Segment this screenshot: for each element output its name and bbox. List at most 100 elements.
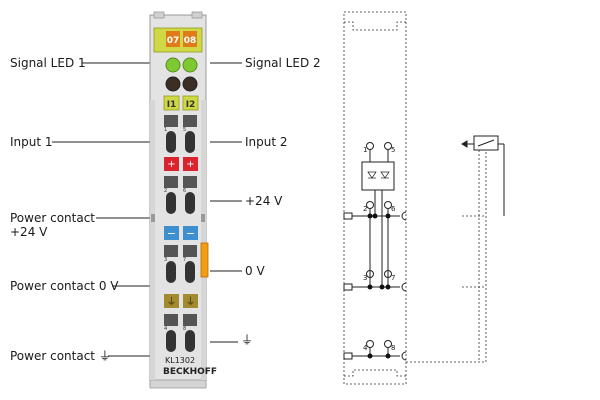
label-input-2: Input 2 bbox=[245, 135, 288, 149]
plus-band-left bbox=[164, 157, 179, 171]
schematic-outline bbox=[343, 11, 487, 385]
plus-band-right bbox=[183, 157, 198, 171]
leader-lines bbox=[52, 62, 242, 357]
schematic-number-4: 4 bbox=[363, 344, 368, 352]
junction-dots bbox=[367, 213, 391, 359]
power-contact-slot-right bbox=[201, 214, 205, 222]
led-off-left-icon bbox=[165, 76, 181, 92]
optocoupler-icon bbox=[367, 171, 390, 179]
schematic-dashed-link-1 bbox=[404, 136, 487, 363]
terminal-point-6 bbox=[384, 201, 392, 209]
junction-dot bbox=[379, 284, 385, 290]
label-0v: 0 V bbox=[245, 264, 265, 278]
contact-number-6: 6 bbox=[183, 188, 186, 194]
schematic-bottom-notch bbox=[344, 369, 406, 377]
schematic-numbers: 1 5 2 6 3 7 4 8 bbox=[363, 146, 396, 352]
earth-icon: ⏚ bbox=[98, 349, 111, 363]
schematic-wiring bbox=[343, 135, 505, 361]
spring-slot-icon bbox=[164, 176, 178, 188]
label-plus-24v: +24 V bbox=[245, 194, 283, 208]
spring-slot-icon bbox=[164, 314, 178, 326]
bus-contact-right-3 bbox=[401, 351, 407, 361]
label-power-contact-24v-line1: Power contact bbox=[10, 211, 96, 225]
junction-dot bbox=[367, 353, 373, 359]
led-tag-08 bbox=[183, 31, 197, 47]
schematic-number-3: 3 bbox=[363, 274, 367, 282]
housing-foot bbox=[149, 379, 207, 389]
wire-entry-icon bbox=[185, 330, 195, 352]
spring-slot-icon bbox=[164, 245, 178, 257]
housing-rib-right bbox=[201, 100, 206, 380]
contact-group-1: 1 5 bbox=[164, 115, 197, 153]
label-power-contact-24v-line2: +24 V bbox=[10, 225, 48, 239]
diode-left-icon bbox=[367, 171, 377, 179]
contact-number-2: 2 bbox=[164, 188, 167, 194]
schematic-number-5: 5 bbox=[391, 146, 395, 154]
spring-slot-icon bbox=[183, 176, 197, 188]
input-tag-i1-text: I1 bbox=[167, 100, 177, 110]
contact-group-3: 3 7 bbox=[164, 245, 197, 283]
schematic-number-7: 7 bbox=[391, 274, 395, 282]
contact-number-1: 1 bbox=[164, 127, 167, 133]
contact-number-7: 7 bbox=[183, 257, 186, 263]
contact-number-4: 4 bbox=[164, 326, 167, 332]
signal-led-2-icon bbox=[182, 57, 198, 73]
junction-dot bbox=[367, 284, 373, 290]
minus-sign-left: − bbox=[167, 227, 176, 240]
label-power-contact-earth-text: Power contact bbox=[10, 349, 96, 363]
contact-group-2: 2 6 bbox=[164, 176, 197, 214]
terminal-point-1 bbox=[366, 142, 374, 150]
schematic-number-6: 6 bbox=[391, 205, 396, 213]
earth-band-right bbox=[183, 294, 198, 308]
bus-contact-left-3 bbox=[343, 352, 353, 360]
spring-slot-icon bbox=[164, 115, 178, 127]
spring-slot-icon bbox=[183, 115, 197, 127]
housing-latch-left bbox=[153, 11, 165, 19]
earth-icon-right: ⏚ bbox=[241, 333, 254, 347]
terminal-point-4 bbox=[366, 340, 374, 348]
led-tag-07 bbox=[166, 31, 180, 47]
bus-contact-left-2 bbox=[343, 283, 353, 291]
schematic-number-8: 8 bbox=[391, 344, 395, 352]
led-tag-07-text: 07 bbox=[167, 36, 180, 46]
bus-contact-right-1 bbox=[401, 211, 407, 221]
junction-dot bbox=[385, 284, 391, 290]
arrow-left-icon bbox=[461, 140, 468, 148]
wire-entry-icon bbox=[166, 261, 176, 283]
power-contact-slot-left bbox=[151, 214, 155, 222]
led-tag-08-text: 08 bbox=[184, 36, 197, 46]
junction-dot bbox=[385, 353, 391, 359]
label-input-1: Input 1 bbox=[10, 135, 53, 149]
label-power-contact-0v: Power contact 0 V bbox=[10, 279, 119, 293]
contact-number-3: 3 bbox=[164, 257, 167, 263]
terminal-module: 07 08 I1 I2 1 5 + + 2 bbox=[149, 11, 217, 389]
brand-label: BECKHOFF bbox=[163, 367, 217, 377]
earth-band-left bbox=[164, 294, 179, 308]
bus-contact-left-1 bbox=[343, 212, 353, 220]
wire-entry-icon bbox=[185, 192, 195, 214]
junction-dot bbox=[372, 213, 378, 219]
plus-sign-left: + bbox=[167, 159, 175, 170]
model-label: KL1302 bbox=[165, 356, 195, 365]
input-tag-i1 bbox=[163, 95, 180, 111]
schematic-housing-outline bbox=[343, 11, 407, 385]
earth-band-icon-left: ⏚ bbox=[167, 296, 177, 308]
input-tag-i2 bbox=[182, 95, 199, 111]
terminal-point-5 bbox=[384, 142, 392, 150]
spring-slot-icon bbox=[183, 245, 197, 257]
housing-latch-right bbox=[191, 11, 203, 19]
junction-dot bbox=[367, 213, 373, 219]
earth-band-icon-right: ⏚ bbox=[186, 296, 196, 308]
label-signal-led-2: Signal LED 2 bbox=[245, 56, 321, 70]
housing-rib-left bbox=[150, 100, 155, 380]
diode-right-icon bbox=[380, 171, 390, 179]
label-power-contact-24v: Power contact +24 V bbox=[10, 211, 95, 239]
schematic-number-2: 2 bbox=[363, 205, 367, 213]
wire-entry-icon bbox=[185, 131, 195, 153]
switch-blade-icon bbox=[477, 139, 495, 147]
contact-number-5: 5 bbox=[183, 127, 186, 133]
minus-band-left bbox=[164, 226, 179, 240]
terminal-point-2 bbox=[366, 201, 374, 209]
contact-number-8: 8 bbox=[183, 326, 186, 332]
